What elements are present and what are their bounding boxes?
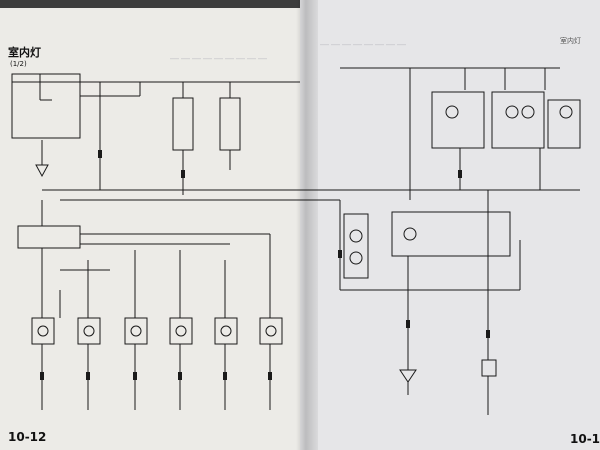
right-wiring bbox=[300, 67, 581, 415]
interior-lamp bbox=[343, 213, 369, 279]
page-subtitle: (1/2) bbox=[10, 60, 27, 68]
lamp-3 bbox=[124, 317, 148, 345]
ground-symbol bbox=[35, 164, 49, 178]
bleed-through-header-left: ――――――――― bbox=[170, 54, 269, 64]
connector-markers-right bbox=[338, 170, 490, 338]
door-switch bbox=[547, 99, 581, 149]
switch-2 bbox=[219, 97, 241, 151]
lamp-1 bbox=[31, 317, 55, 345]
map-light-switch bbox=[431, 91, 485, 149]
connector-markers-left bbox=[40, 150, 272, 380]
spot-lamp-assembly bbox=[391, 211, 511, 257]
right-page bbox=[300, 0, 600, 450]
lamp-5 bbox=[214, 317, 238, 345]
right-section-label: 室内灯 bbox=[560, 37, 581, 45]
book-gutter bbox=[296, 0, 318, 450]
room-light-switch bbox=[491, 91, 545, 149]
page-number-right: 10-13 bbox=[570, 432, 600, 446]
connector-right bbox=[481, 359, 497, 377]
fuse-box bbox=[11, 73, 81, 139]
bleed-through-header-right: ―――――――― bbox=[320, 40, 408, 50]
lamp-2 bbox=[77, 317, 101, 345]
switch-1 bbox=[172, 97, 194, 151]
lamp-6 bbox=[259, 317, 283, 345]
lamp-4 bbox=[169, 317, 193, 345]
relay-unit bbox=[17, 225, 81, 249]
left-wiring bbox=[11, 73, 300, 410]
ground-symbol-right bbox=[399, 369, 417, 383]
page-title: 室内灯 bbox=[8, 46, 41, 59]
page-number-left: 10-12 bbox=[8, 430, 47, 444]
